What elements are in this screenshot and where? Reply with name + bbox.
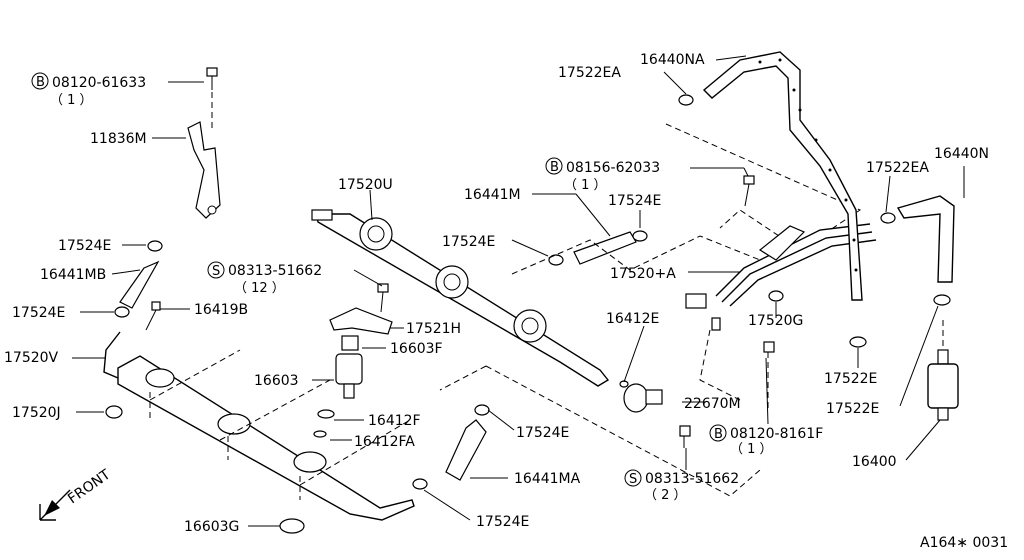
pipe-17520V	[103, 331, 121, 379]
grommet-17520J	[105, 405, 123, 419]
clamp-17522E-a	[849, 336, 867, 348]
label-08120-61633: 08120-61633	[52, 75, 146, 91]
svg-text:S: S	[629, 472, 637, 487]
symbol-b-2: B	[545, 157, 563, 175]
bolt-16419B	[145, 301, 161, 331]
svg-text:B: B	[550, 160, 559, 175]
symbol-b-1: B	[31, 72, 49, 90]
bolt-08120-61633	[206, 67, 218, 128]
hose-16441M	[573, 231, 637, 265]
bracket-11836M	[187, 121, 221, 219]
label-17520U: 17520U	[338, 177, 393, 193]
clamp-17524E-d	[632, 230, 648, 242]
bolt-08313-51662-lower	[679, 425, 691, 448]
bolt-08120-8161F	[763, 341, 775, 412]
clamp-17524E-a	[147, 240, 163, 252]
label-17520V: 17520V	[4, 350, 59, 366]
symbol-s-2: S	[624, 469, 642, 487]
front-arrow	[39, 489, 71, 521]
label-figure-ref: A164∗ 0031	[920, 535, 1008, 551]
fuel-filter-16400	[927, 320, 959, 421]
clamp-17522EA-a	[678, 94, 694, 106]
symbol-b-3: B	[709, 424, 727, 442]
label-17520J: 17520J	[12, 405, 61, 421]
label-17521H: 17521H	[406, 321, 461, 337]
symbol-s-1: S	[207, 261, 225, 279]
label-08156-62033: 08156-62033	[566, 160, 660, 176]
label-17520G: 17520G	[748, 313, 803, 329]
clamp-17524E-e	[474, 404, 490, 416]
label-17522E-b: 17522E	[826, 401, 879, 417]
label-16412FA: 16412FA	[354, 434, 415, 450]
label-16603: 16603	[254, 373, 299, 389]
label-qty-2: （ 2 ）	[644, 488, 687, 503]
label-17524E-c: 17524E	[442, 234, 495, 250]
hose-16441MB	[119, 260, 160, 309]
label-17524E-a: 17524E	[58, 238, 111, 254]
bolt-08313-51662-upper	[377, 283, 389, 313]
label-16441MB: 16441MB	[40, 267, 106, 283]
svg-text:B: B	[714, 427, 723, 442]
fuel-rail-lower	[117, 349, 415, 521]
hose-16441MA	[445, 419, 487, 481]
label-22670M: 22670M	[684, 396, 741, 412]
svg-text:S: S	[212, 264, 220, 279]
label-qty-12: （ 12 ）	[234, 281, 285, 296]
bracket-17521H	[329, 307, 393, 335]
fuel-rail-upper-17520U	[311, 209, 610, 387]
label-16603G: 16603G	[184, 519, 239, 535]
label-17522EA-a: 17522EA	[558, 65, 621, 81]
label-16419B: 16419B	[194, 302, 248, 318]
leader-lines	[72, 55, 965, 527]
label-16441MA: 16441MA	[514, 471, 581, 487]
svg-text:B: B	[36, 75, 45, 90]
label-17524E-e: 17524E	[516, 425, 569, 441]
label-qty-1c: （ 1 ）	[730, 442, 773, 457]
label-16440N: 16440N	[934, 146, 989, 162]
clamp-17524E-c	[548, 254, 564, 266]
label-16603F: 16603F	[390, 341, 443, 357]
label-17522E-a: 17522E	[824, 371, 877, 387]
injector-16603	[313, 335, 363, 438]
grommet-17520G	[768, 290, 784, 302]
label-16441M: 16441M	[464, 187, 521, 203]
clamp-17524E-f	[412, 478, 428, 490]
label-17524E-f: 17524E	[476, 514, 529, 530]
pressure-regulator-22670M	[619, 380, 663, 413]
label-qty-1b: （ 1 ）	[564, 178, 607, 193]
label-08313-51662-a: 08313-51662	[228, 263, 322, 279]
label-16412F: 16412F	[368, 413, 421, 429]
label-17522EA-b: 17522EA	[866, 160, 929, 176]
clamp-17524E-b	[114, 306, 130, 318]
label-17520A: 17520+A	[610, 266, 676, 282]
label-16412E: 16412E	[606, 311, 659, 327]
insulator-16603G	[279, 518, 305, 534]
hose-16440NA	[702, 51, 863, 301]
label-08120-8161F: 08120-8161F	[730, 426, 823, 442]
clamp-17522EA-b	[880, 212, 896, 224]
label-16400: 16400	[852, 454, 897, 470]
label-qty-1a: （ 1 ）	[50, 93, 93, 108]
label-17524E-d: 17524E	[608, 193, 661, 209]
label-front: FRONT	[65, 466, 114, 507]
label-16440NA: 16440NA	[640, 52, 705, 68]
bolt-08156-62033	[743, 175, 755, 207]
label-08313-51662-b: 08313-51662	[645, 471, 739, 487]
label-17524E-b: 17524E	[12, 305, 65, 321]
clamp-17522E-b	[933, 294, 951, 306]
label-11836M: 11836M	[90, 131, 147, 147]
hose-16440N	[896, 195, 955, 283]
